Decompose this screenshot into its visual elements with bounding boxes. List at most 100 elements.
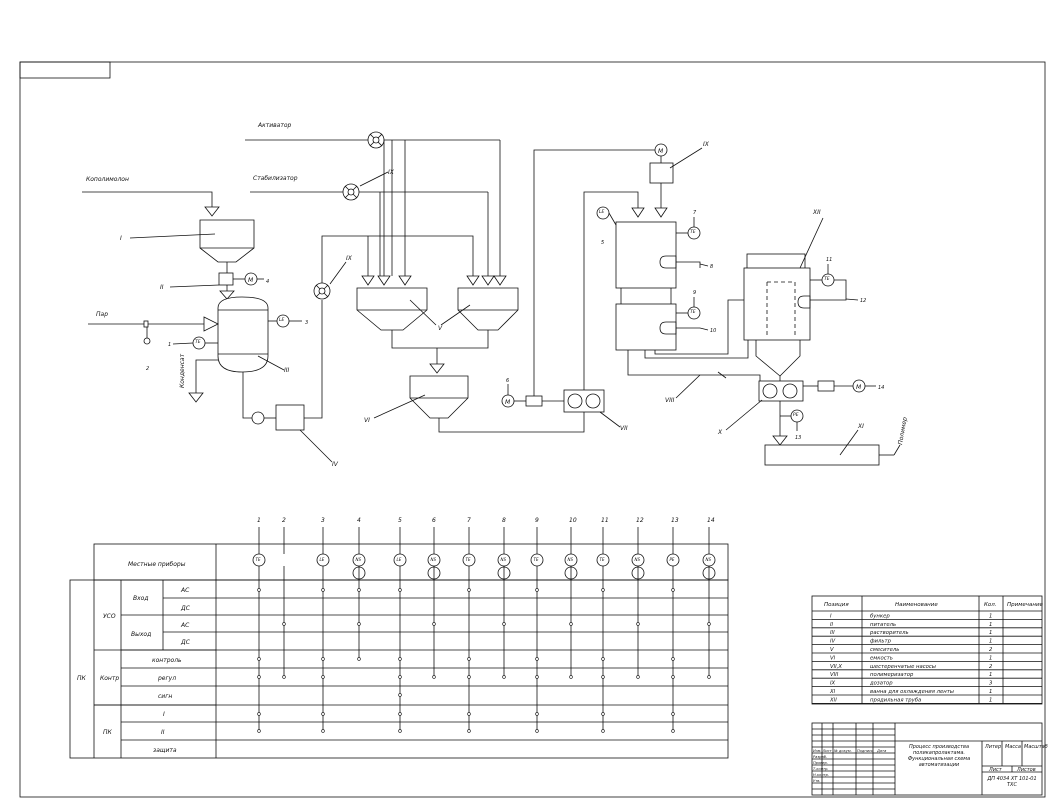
column-number-3: 3 bbox=[321, 517, 325, 524]
table-input: Вход bbox=[133, 595, 149, 602]
title-scale: Масштаб bbox=[1024, 744, 1048, 750]
pos-11-label: 11 bbox=[826, 257, 832, 263]
signal-dot-5-4 bbox=[398, 712, 402, 716]
pos-8-label: 8 bbox=[710, 264, 713, 270]
table-row-i: I bbox=[163, 711, 165, 718]
spec-cell-6-2: 2 bbox=[989, 664, 993, 670]
signal-dot-11-2 bbox=[601, 675, 605, 679]
column-number-8: 8 bbox=[502, 517, 506, 524]
signal-dot-12-0 bbox=[636, 622, 640, 626]
signal-dot-2-0 bbox=[282, 622, 286, 626]
stream-label-condensate: Конденсат bbox=[179, 353, 186, 388]
table-control: контроль bbox=[152, 657, 182, 664]
stream-label-copolymer: Кополимолон bbox=[86, 176, 129, 183]
title-row-label-0: Изм. Лист bbox=[813, 749, 833, 753]
signal-dot-10-0 bbox=[569, 622, 573, 626]
spec-cell-8-0: IX bbox=[830, 681, 836, 687]
pos-6-label: 6 bbox=[506, 378, 509, 384]
title-row-label-5: Утв. bbox=[813, 779, 821, 783]
title-row-label-4: Н.контр. bbox=[813, 773, 829, 777]
signal-dot-3-3 bbox=[321, 712, 325, 716]
spec-cell-4-1: смеситель bbox=[870, 647, 899, 653]
title-lit: Литер bbox=[984, 744, 1001, 750]
pos-10-label: 10 bbox=[710, 328, 716, 334]
title-row-label-2: Провер. bbox=[813, 761, 828, 765]
table-output: Выход bbox=[131, 631, 151, 638]
table-pk: ПК bbox=[77, 675, 87, 682]
column-instrument-tag-7: TE bbox=[466, 557, 471, 562]
title-row-label-1: Разраб. bbox=[813, 755, 827, 759]
spec-cell-7-1: полимеризатор bbox=[870, 672, 914, 678]
collector-vi bbox=[409, 375, 469, 419]
spec-cell-10-0: XII bbox=[829, 697, 837, 703]
signal-dot-7-1 bbox=[467, 657, 471, 661]
title-code: ДП 4034 ХТ 101-01 ТХС bbox=[987, 776, 1037, 788]
spec-header-note: Примечание bbox=[1007, 602, 1044, 608]
signal-dot-4-1 bbox=[357, 622, 361, 626]
spec-cell-2-1: растворитель bbox=[869, 630, 909, 636]
pos-12-label: 12 bbox=[860, 298, 866, 304]
column-number-5: 5 bbox=[398, 517, 402, 524]
signal-dot-9-0 bbox=[535, 588, 539, 592]
sheet-frame bbox=[19, 61, 1046, 798]
signal-dot-11-3 bbox=[601, 712, 605, 716]
motor-label-feeder: M bbox=[248, 277, 254, 284]
signal-dot-5-2 bbox=[398, 675, 402, 679]
spec-cell-2-2: 1 bbox=[989, 630, 992, 636]
spec-cell-9-0: XI bbox=[829, 689, 836, 695]
spec-cell-3-2: 1 bbox=[989, 639, 992, 645]
signal-dot-4-2 bbox=[357, 657, 361, 661]
le-5-tag: LE bbox=[599, 209, 605, 215]
title-description-wrap: Процесс производства поликапролактама. Ф… bbox=[907, 744, 971, 768]
signal-dot-9-2 bbox=[535, 675, 539, 679]
signal-dot-2-1 bbox=[282, 675, 286, 679]
spec-cell-9-1: ванна для охлаждения ленты bbox=[870, 689, 954, 695]
column-instrument-tag-1: TE bbox=[256, 557, 261, 562]
mixer-feed-arrows bbox=[361, 275, 507, 286]
column-instrument-tag-5: LE bbox=[397, 557, 402, 562]
mixer-v-left bbox=[356, 287, 428, 331]
column-number-4: 4 bbox=[357, 517, 361, 524]
te-11-tag: TE bbox=[824, 276, 830, 282]
column-instrument-tag-8: NS bbox=[501, 557, 507, 562]
signal-dot-1-1 bbox=[257, 657, 261, 661]
spec-cell-5-0: VI bbox=[830, 655, 836, 661]
spec-header-position: Позиция bbox=[824, 602, 849, 608]
pe-13-tag: PE bbox=[793, 412, 799, 418]
mixer-v-right bbox=[457, 287, 519, 331]
pump-dissolver bbox=[251, 411, 265, 425]
table-protection: защита bbox=[153, 747, 177, 754]
column-instrument-tag-11: TE bbox=[600, 557, 605, 562]
label-dosers-1: IX bbox=[388, 169, 395, 176]
signal-dot-14-0 bbox=[707, 622, 711, 626]
column-number-9: 9 bbox=[535, 517, 539, 524]
signal-dot-9-3 bbox=[535, 712, 539, 716]
spec-cell-5-1: емкость bbox=[870, 655, 893, 661]
signal-dot-13-2 bbox=[671, 675, 675, 679]
table-pk-lower: ПК bbox=[103, 729, 113, 736]
title-description: Процесс производства поликапролактама. Ф… bbox=[907, 744, 971, 768]
pos-1-label: 1 bbox=[168, 342, 171, 348]
label-collector: VI bbox=[364, 417, 370, 424]
dissolver-iii bbox=[217, 296, 269, 373]
label-gear-pump-left: VII bbox=[620, 425, 628, 432]
label-dosers-3: IX bbox=[703, 141, 710, 148]
gear-pump-x bbox=[758, 380, 804, 402]
signal-dot-5-3 bbox=[398, 693, 402, 697]
signal-dot-3-4 bbox=[321, 729, 325, 733]
polymerizer-viii-top bbox=[615, 221, 677, 289]
column-instrument-tag-14: NS bbox=[706, 557, 712, 562]
signal-dot-6-1 bbox=[432, 675, 436, 679]
signal-dot-9-1 bbox=[535, 657, 539, 661]
signal-dot-3-1 bbox=[321, 657, 325, 661]
signal-dot-5-5 bbox=[398, 729, 402, 733]
spec-cell-0-2: 1 bbox=[989, 613, 992, 619]
polymerizer-viii-bottom bbox=[615, 303, 677, 351]
signal-dot-10-1 bbox=[569, 675, 573, 679]
signal-dot-7-0 bbox=[467, 588, 471, 592]
signal-dot-11-1 bbox=[601, 657, 605, 661]
spec-cell-6-1: шестеренчатые насосы bbox=[870, 664, 936, 670]
motor-label-doser-top: M bbox=[658, 148, 664, 155]
spec-cell-3-0: IV bbox=[830, 639, 836, 645]
signal-dot-8-1 bbox=[502, 675, 506, 679]
